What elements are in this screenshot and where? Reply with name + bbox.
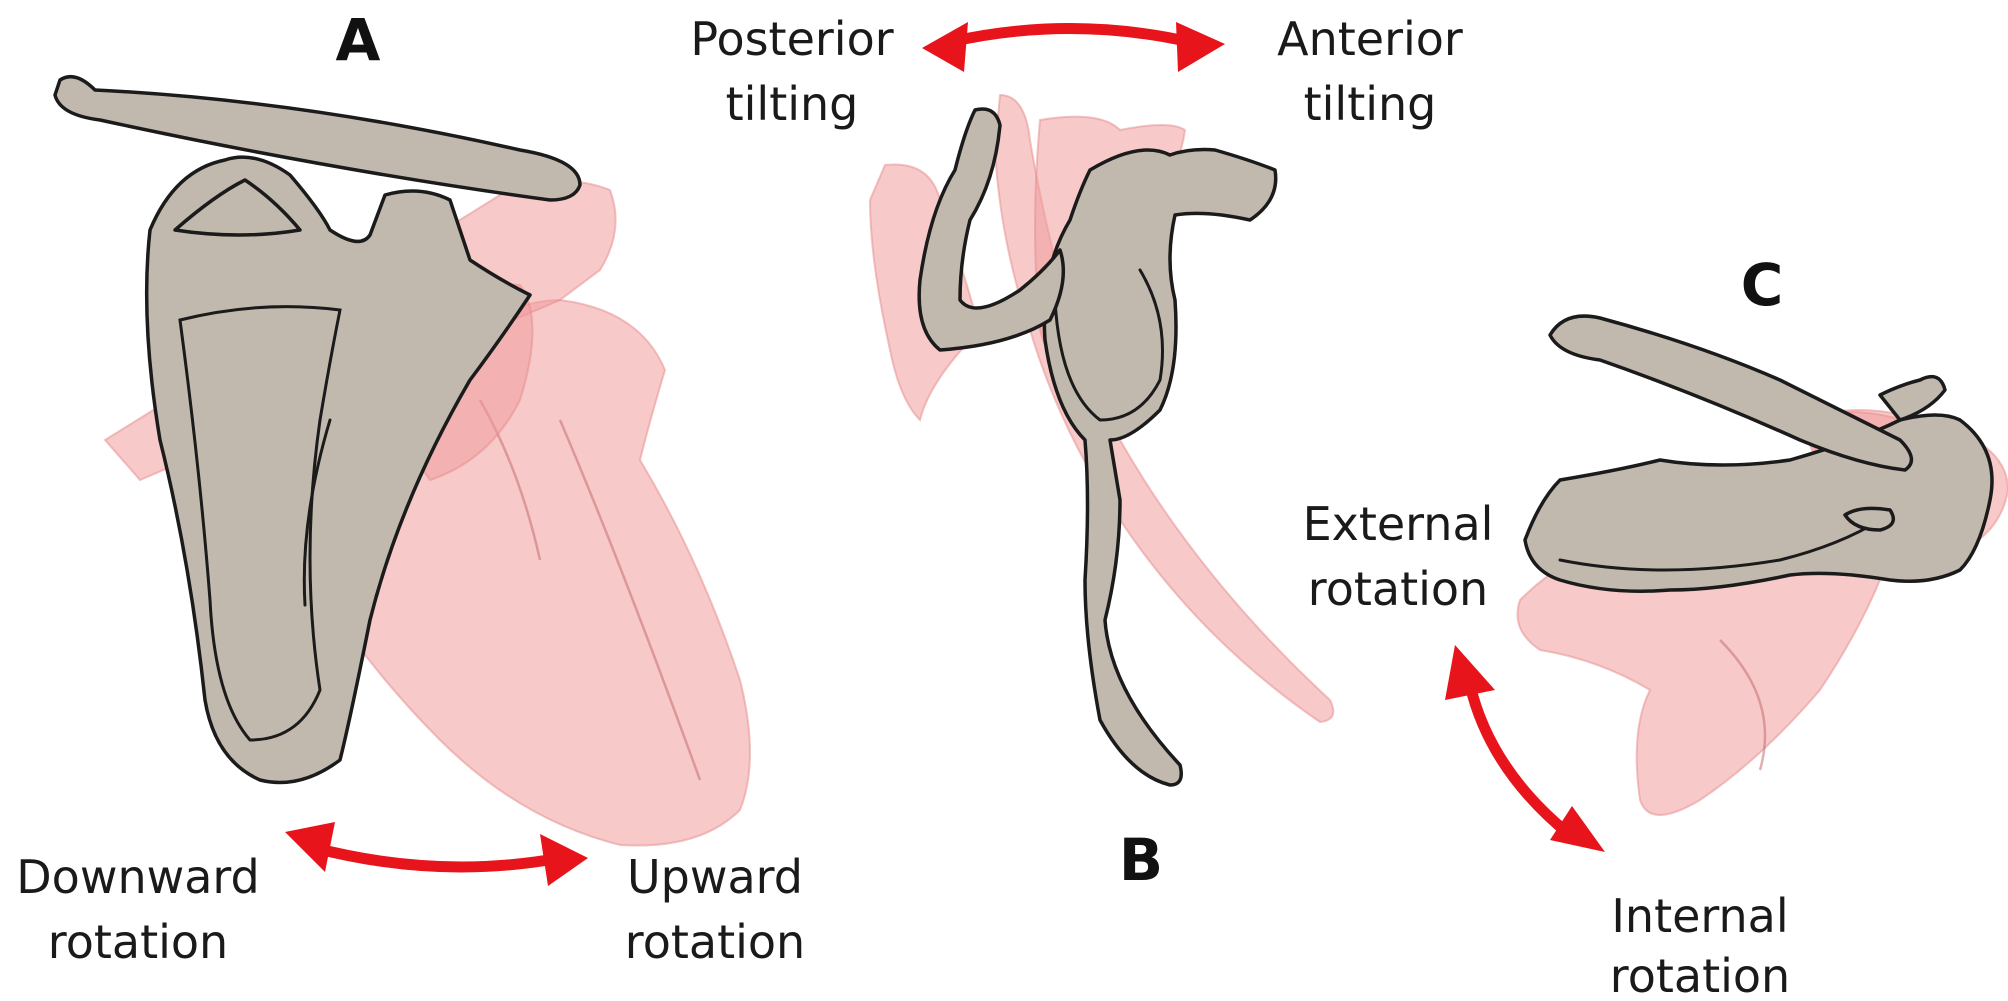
panel-a: A Downward rotation Upward rotation [16,6,805,969]
panel-b-label-posterior-2: tilting [726,77,859,131]
panel-b: B Posterior tilting Anterior tilting [690,12,1463,894]
panel-c-label-internal: Internal [1611,889,1788,943]
panel-c-label-external: External [1303,497,1494,551]
panel-c-rotation-arrow [1445,645,1605,852]
panel-b-letter: B [1119,826,1163,894]
panel-a-rotation-arrow [285,822,588,886]
panel-c-letter: C [1741,251,1784,319]
panel-b-label-anterior-2: tilting [1304,77,1437,131]
panel-c-clavicle [1550,316,1911,470]
panel-c: C External rotation Internal rotation [1303,251,2008,1001]
panel-b-scapula [1044,150,1275,785]
panel-c-label-internal-2: rotation [1610,949,1790,1001]
panel-a-label-downward-2: rotation [48,915,228,969]
panel-b-tilting-arrow [922,22,1225,72]
panel-a-clavicle [55,77,580,200]
panel-a-label-upward-2: rotation [625,915,805,969]
panel-b-label-posterior: Posterior [690,12,893,66]
panel-a-label-upward: Upward [627,850,803,904]
panel-a-letter: A [336,6,381,74]
panel-c-label-external-2: rotation [1308,562,1488,616]
panel-a-label-downward: Downward [16,850,259,904]
panel-b-label-anterior: Anterior [1277,12,1463,66]
